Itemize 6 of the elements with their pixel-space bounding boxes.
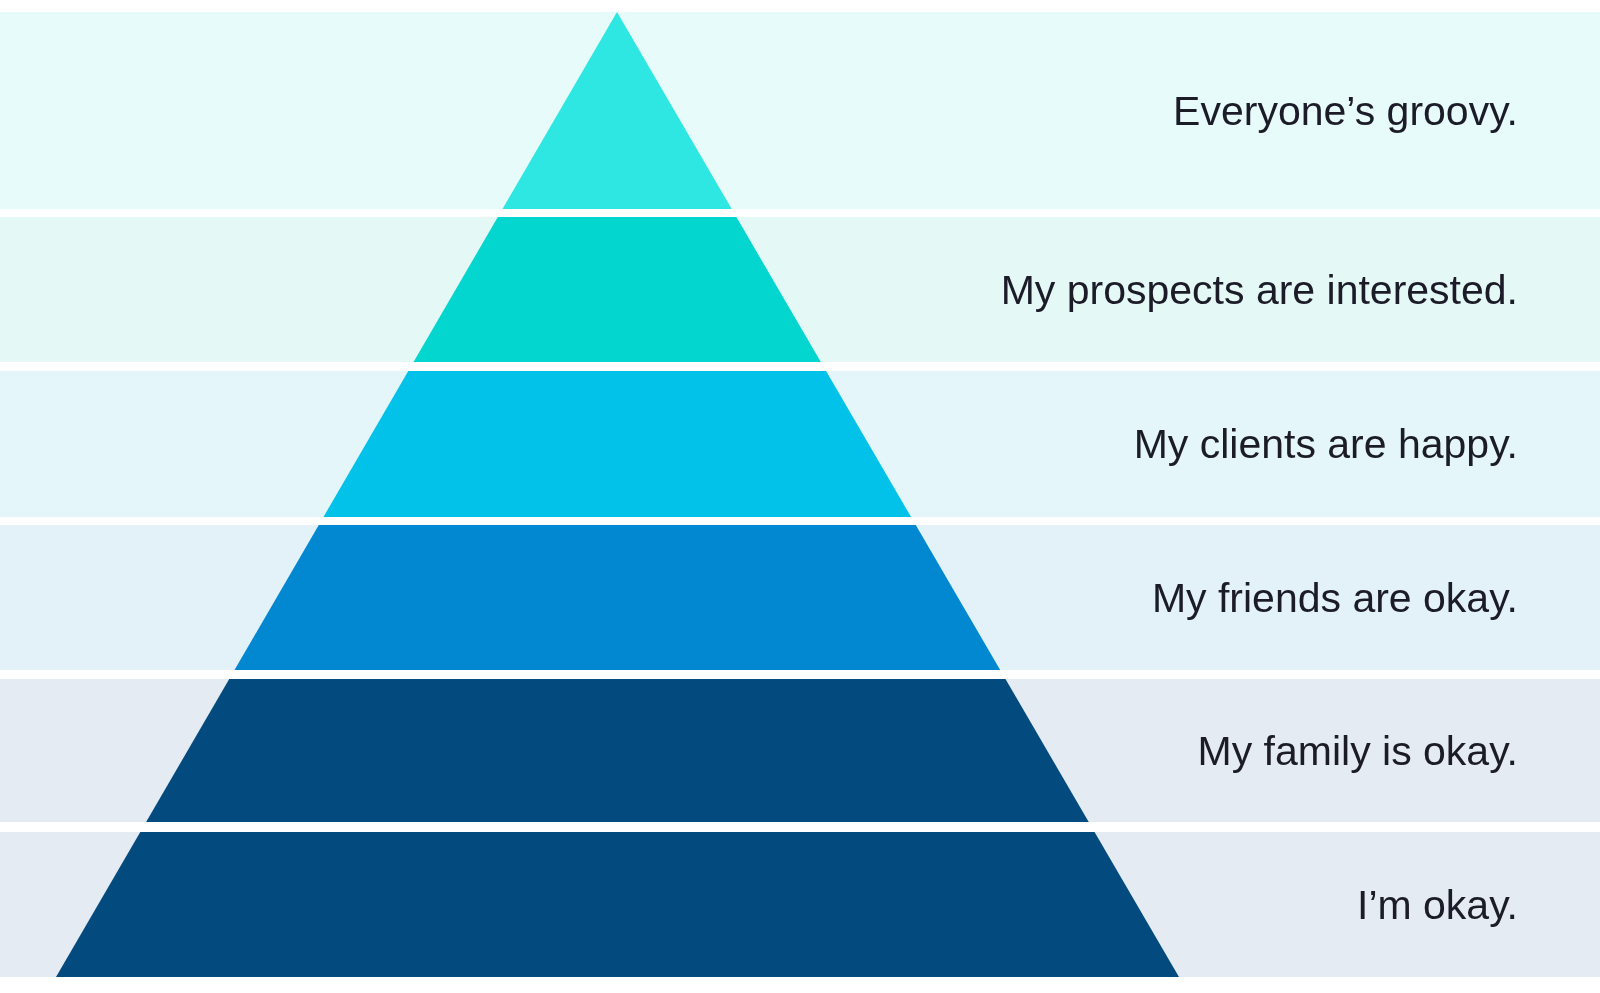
level-label: My friends are okay.	[1151, 573, 1518, 622]
level-label: My prospects are interested.	[1000, 265, 1518, 314]
level-label: My family is okay.	[1197, 726, 1518, 775]
level-label: I’m okay.	[1357, 880, 1518, 929]
level-label: My clients are happy.	[1133, 420, 1518, 468]
level-label: Everyone’s groovy.	[1173, 86, 1518, 135]
